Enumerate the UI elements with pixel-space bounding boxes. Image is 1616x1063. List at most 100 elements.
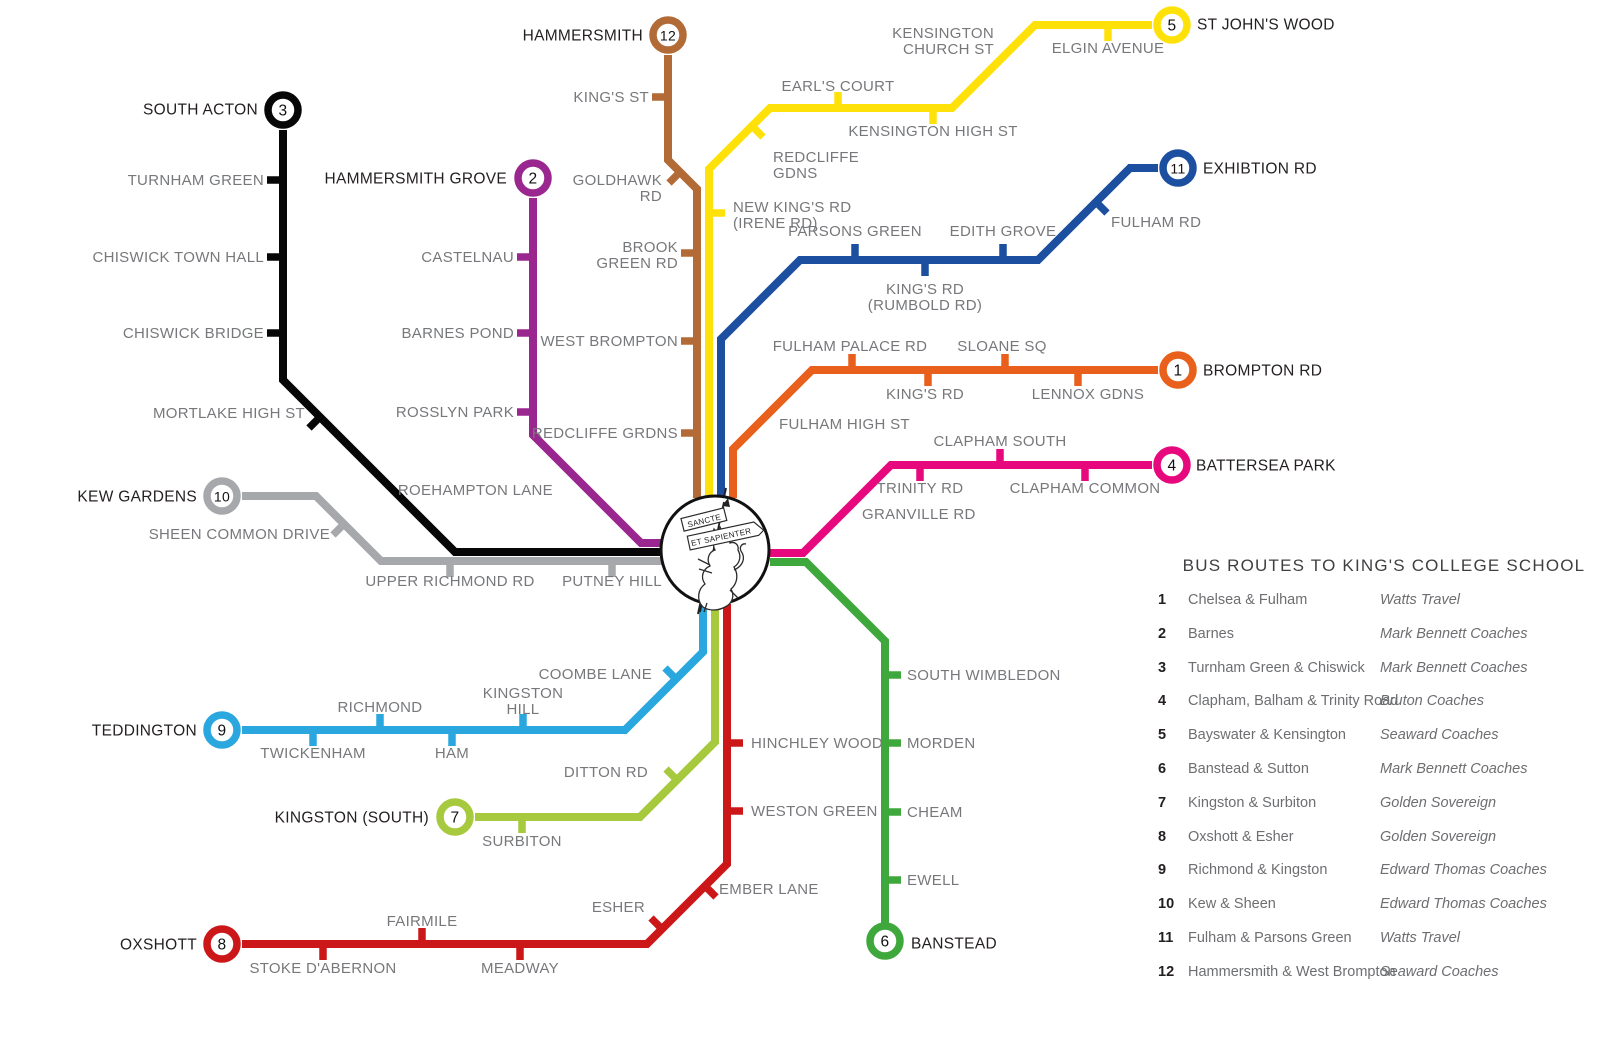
station-label-new-king-s-rd-irene-rd: NEW KING'S RD(IRENE RD) (733, 199, 851, 232)
station-label-parsons-green: PARSONS GREEN (788, 223, 922, 240)
legend-route-number: 8 (1158, 828, 1167, 845)
station-label-king-s-rd: KING'S RD (886, 386, 964, 403)
route-10-line (242, 492, 662, 565)
station-tick-fulham-rd (1093, 199, 1110, 216)
station-tick-ember-lane (702, 883, 719, 900)
terminus-number-battersea-park: 4 (1168, 458, 1177, 475)
legend-route-number: 4 (1158, 693, 1167, 710)
legend-route-number: 10 (1158, 896, 1175, 913)
legend-route-name: Kew & Sheen (1188, 896, 1276, 913)
legend-route-name: Barnes (1188, 625, 1234, 642)
terminus-number-st-john-s-wood: 5 (1168, 18, 1177, 35)
station-label-kensington-high-st: KENSINGTON HIGH ST (848, 123, 1017, 140)
terminus-number-brompton-rd: 1 (1174, 363, 1183, 380)
station-ticks (267, 25, 1112, 960)
legend-route-operator: Golden Sovereign (1380, 794, 1497, 811)
terminus-label-exhibtion-rd: EXHIBTION RD (1203, 161, 1317, 178)
station-label-earl-s-court: EARL'S COURT (782, 78, 895, 95)
station-label-upper-richmond-rd: UPPER RICHMOND RD (365, 573, 534, 590)
station-label-coombe-lane: COOMBE LANE (539, 666, 652, 683)
legend-route-operator: Edward Thomas Coaches (1380, 896, 1547, 913)
legend-route-name: Hammersmith & West Brompton (1188, 963, 1396, 980)
legend-route-number: 3 (1158, 659, 1167, 676)
terminus-label-kingston-south: KINGSTON (SOUTH) (275, 810, 429, 827)
station-label-surbiton: SURBITON (482, 833, 562, 850)
terminus-ring-banstead (866, 922, 904, 960)
terminus-number-hammersmith-grove: 2 (529, 171, 538, 188)
terminus-number-kingston-south: 7 (451, 810, 460, 827)
route-8-line (242, 604, 731, 948)
terminus-ring-battersea-park (1153, 446, 1191, 484)
terminus-label-hammersmith: HAMMERSMITH (523, 28, 643, 45)
station-label-king-s-rd-rumbold-rd: KING'S RD(RUMBOLD RD) (868, 281, 982, 314)
terminus-kingston-south: 7 KINGSTON (SOUTH) (275, 798, 474, 836)
station-label-ham: HAM (435, 745, 469, 762)
terminus-ring-oxshott (203, 925, 241, 963)
station-label-castelnau: CASTELNAU (421, 249, 514, 266)
legend-route-number: 5 (1158, 727, 1167, 744)
terminus-ring-exhibtion-rd (1159, 149, 1197, 187)
terminus-ring-kew-gardens (203, 477, 241, 515)
station-label-fulham-rd: FULHAM RD (1111, 214, 1201, 231)
station-label-king-s-st: KING'S ST (573, 89, 649, 106)
station-tick-goldhawk-rd (666, 169, 683, 186)
station-tick-coombe-lane (662, 665, 679, 682)
terminus-ring-brompton-rd (1159, 351, 1197, 389)
terminus-label-kew-gardens: KEW GARDENS (77, 489, 197, 506)
legend-route-operator: Edward Thomas Coaches (1380, 862, 1547, 879)
terminus-ring-kingston-south (436, 798, 474, 836)
terminus-label-hammersmith-grove: HAMMERSMITH GROVE (325, 171, 508, 188)
station-tick-redcliffe-gdns (749, 123, 766, 140)
legend-route-name: Fulham & Parsons Green (1188, 929, 1352, 946)
station-label-meadway: MEADWAY (481, 960, 559, 977)
terminus-number-south-acton: 3 (279, 103, 288, 120)
station-label-twickenham: TWICKENHAM (260, 745, 366, 762)
terminus-ring-south-acton (264, 91, 302, 129)
station-label-turnham-green: TURNHAM GREEN (128, 172, 264, 189)
station-label-putney-hill: PUTNEY HILL (562, 573, 662, 590)
station-label-weston-green: WESTON GREEN (751, 803, 878, 820)
legend-route-number: 2 (1158, 625, 1167, 642)
station-label-clapham-south: CLAPHAM SOUTH (933, 433, 1066, 450)
station-tick-roehampton-lane (574, 476, 591, 493)
station-label-clapham-common: CLAPHAM COMMON (1010, 480, 1161, 497)
terminus-number-exhibtion-rd: 11 (1170, 161, 1185, 177)
station-tick-esher (648, 915, 665, 932)
legend-route-operator: Mark Bennett Coaches (1380, 625, 1528, 642)
route-9-line (242, 604, 707, 734)
terminus-ring-st-john-s-wood (1153, 6, 1191, 44)
station-label-south-wimbledon: SOUTH WIMBLEDON (907, 667, 1061, 684)
legend-route-operator: Seaward Coaches (1380, 963, 1499, 980)
station-label-cheam: CHEAM (907, 804, 963, 821)
station-label-stoke-d-abernon: STOKE D'ABERNON (249, 960, 396, 977)
station-label-edith-grove: EDITH GROVE (950, 223, 1057, 240)
legend-route-number: 7 (1158, 794, 1167, 811)
legend-title: BUS ROUTES TO KING'S COLLEGE SCHOOL (1182, 556, 1586, 575)
station-label-rosslyn-park: ROSSLYN PARK (396, 404, 514, 421)
legend-route-number: 1 (1158, 592, 1167, 608)
station-tick-kensington-church-st (986, 57, 1003, 74)
station-label-morden: MORDEN (907, 735, 975, 752)
station-label-lennox-gdns: LENNOX GDNS (1032, 386, 1145, 403)
station-label-fulham-high-st: FULHAM HIGH ST (779, 416, 910, 433)
legend-route-operator: Watts Travel (1380, 929, 1461, 946)
station-label-granville-rd: GRANVILLE RD (862, 506, 976, 523)
legend-route-name: Oxshott & Esher (1188, 828, 1294, 845)
station-label-sheen-common-drive: SHEEN COMMON DRIVE (149, 526, 330, 543)
